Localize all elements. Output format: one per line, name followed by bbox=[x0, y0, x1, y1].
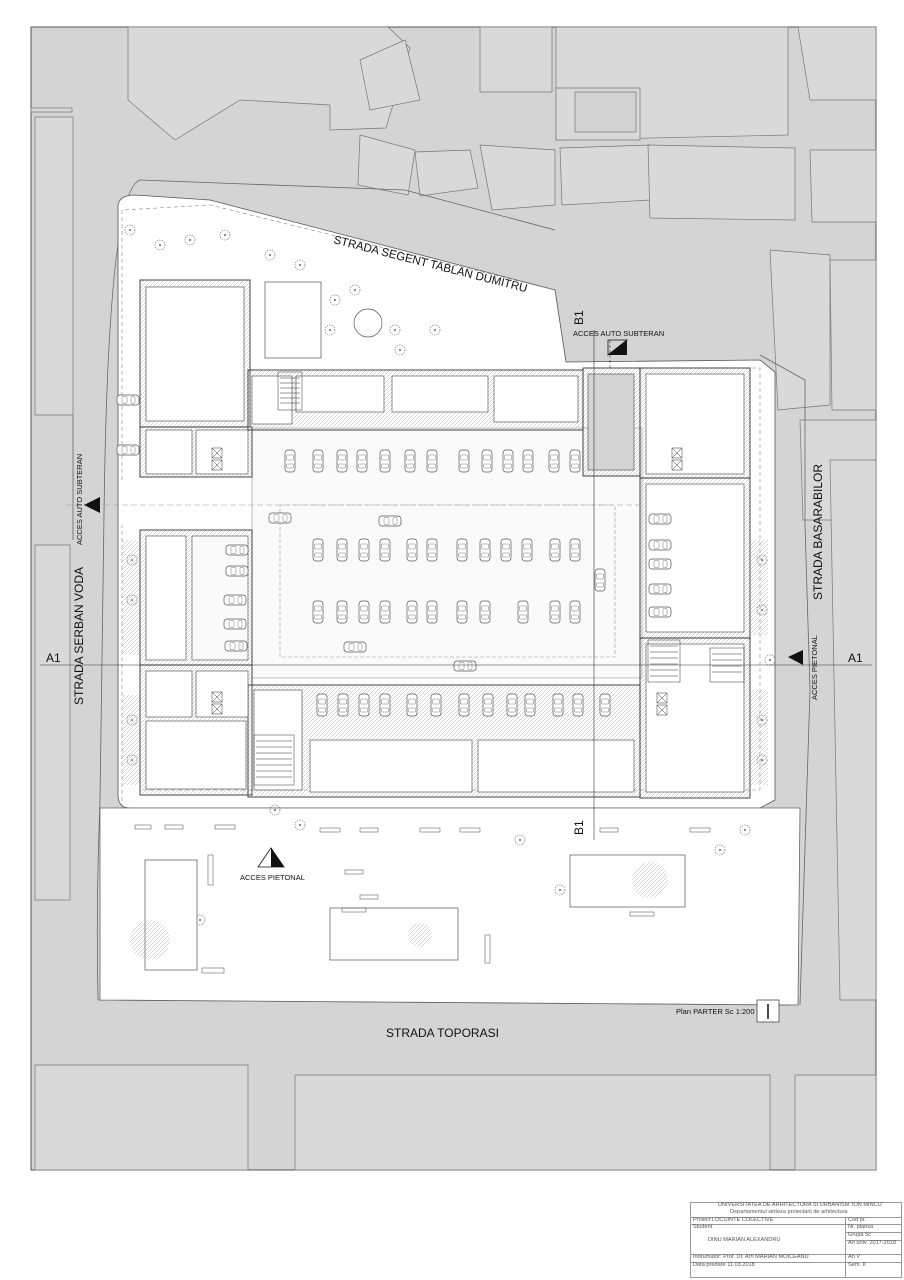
plan-scale-label: Plan PARTER Sc 1:200 bbox=[676, 1007, 755, 1016]
plaza bbox=[99, 807, 801, 1006]
elevators bbox=[211, 447, 683, 716]
title-sheet-no: Nr. plansa bbox=[848, 1224, 874, 1230]
title-department: Departamentul sinteza proiectarii de arh… bbox=[730, 1209, 848, 1215]
planter-hatch bbox=[122, 540, 768, 960]
title-semester: Sem. II bbox=[848, 1262, 866, 1268]
title-academic-year: An univ. 2017-2018 bbox=[848, 1240, 897, 1246]
title-tutor: Indrumator: Prof. Dr. Arh MARIAN MOICEAN… bbox=[693, 1254, 809, 1260]
section-label-a1-right: A1 bbox=[848, 651, 863, 665]
planters bbox=[144, 281, 686, 971]
title-project: Proiect LOCUINTE COLECTIVE bbox=[693, 1217, 774, 1223]
access-label-east-ped: ACCES PIETONAL bbox=[810, 635, 819, 700]
title-university: UNIVERSITATEA DE ARHITECTURA SI URBANISM… bbox=[718, 1202, 883, 1208]
title-year-of-study: An V bbox=[848, 1254, 861, 1260]
section-label-b1-bottom: B1 bbox=[572, 820, 586, 835]
title-student: DINU MARIAN ALEXANDRU bbox=[708, 1237, 781, 1243]
title-date: Data predare 11.03.2018 bbox=[693, 1262, 755, 1268]
access-label-north-car: ACCES AUTO SUBTERAN bbox=[573, 329, 664, 338]
street-name-east: STRADA BASARABILOR bbox=[811, 464, 825, 600]
parking-island bbox=[279, 504, 616, 658]
access-label-west-car: ACCES AUTO SUBTERAN bbox=[75, 454, 84, 545]
section-label-a1-left: A1 bbox=[46, 651, 61, 665]
north-car-access-marker-outline bbox=[607, 339, 629, 356]
title-student-label: Student bbox=[693, 1224, 713, 1230]
street-name-south: STRADA TOPORASI bbox=[386, 1026, 499, 1040]
east-ped-access-marker bbox=[788, 650, 803, 665]
plaza-benches bbox=[134, 824, 711, 974]
title-code: Cod pr. bbox=[848, 1217, 867, 1223]
south-ped-access-marker-fill bbox=[271, 848, 284, 867]
title-group: Grupa 5c bbox=[848, 1232, 872, 1238]
stair-cores bbox=[253, 371, 745, 786]
title-block: UNIVERSITATEA DE ARHITECTURA SI URBANISM… bbox=[690, 1202, 902, 1278]
neighbour-buildings bbox=[30, 26, 877, 1171]
street-name-west: STRADA SERBAN VODA bbox=[72, 567, 86, 705]
access-label-south-ped: ACCES PIETONAL bbox=[240, 873, 305, 882]
section-label-b1-top: B1 bbox=[572, 310, 586, 325]
west-car-access-marker bbox=[84, 497, 100, 513]
